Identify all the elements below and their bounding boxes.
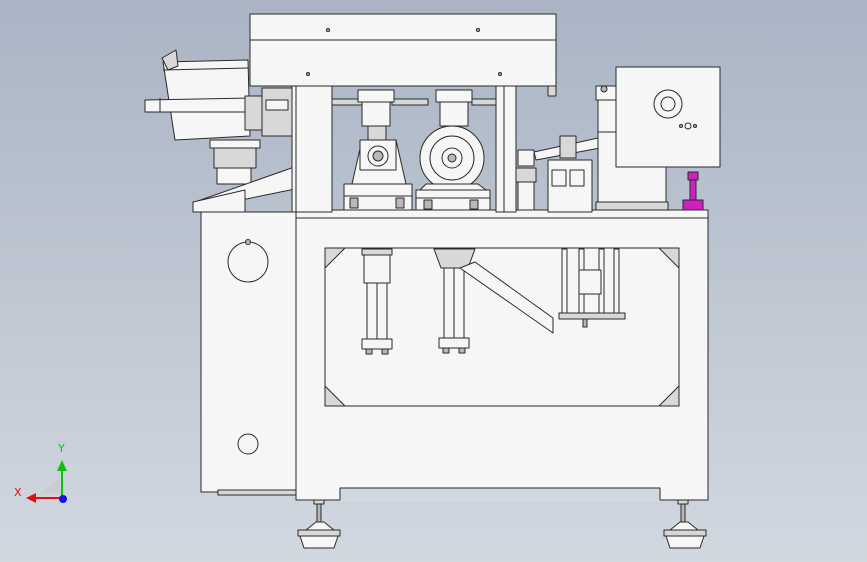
triad-y-arrowhead xyxy=(57,460,67,471)
magenta-knob xyxy=(682,171,704,211)
triad-x-label: X xyxy=(14,486,22,499)
gearbox-right xyxy=(415,89,491,211)
top-bridge xyxy=(249,13,557,213)
foot-left xyxy=(297,499,341,549)
triad-y-label: Y xyxy=(58,442,65,455)
lower-middle-cylinder xyxy=(433,248,476,354)
foot-right xyxy=(663,499,707,549)
lower-right-guides xyxy=(558,248,626,328)
discharge-chute xyxy=(459,261,554,334)
display-panel xyxy=(615,66,721,168)
pneumatic-arm xyxy=(533,135,601,213)
triad-x-arrowhead xyxy=(26,493,36,503)
left-cabinet xyxy=(200,211,299,496)
triad-z-axis xyxy=(59,495,67,503)
sensor-bracket xyxy=(515,149,537,211)
lower-left-cylinder xyxy=(361,248,393,355)
main-frame xyxy=(295,211,709,502)
coordinate-triad xyxy=(26,460,67,503)
gearbox-left xyxy=(343,89,413,211)
cabinet-upper-port xyxy=(227,241,269,283)
feeder-hopper xyxy=(144,49,301,213)
cabinet-lower-port xyxy=(237,433,259,455)
